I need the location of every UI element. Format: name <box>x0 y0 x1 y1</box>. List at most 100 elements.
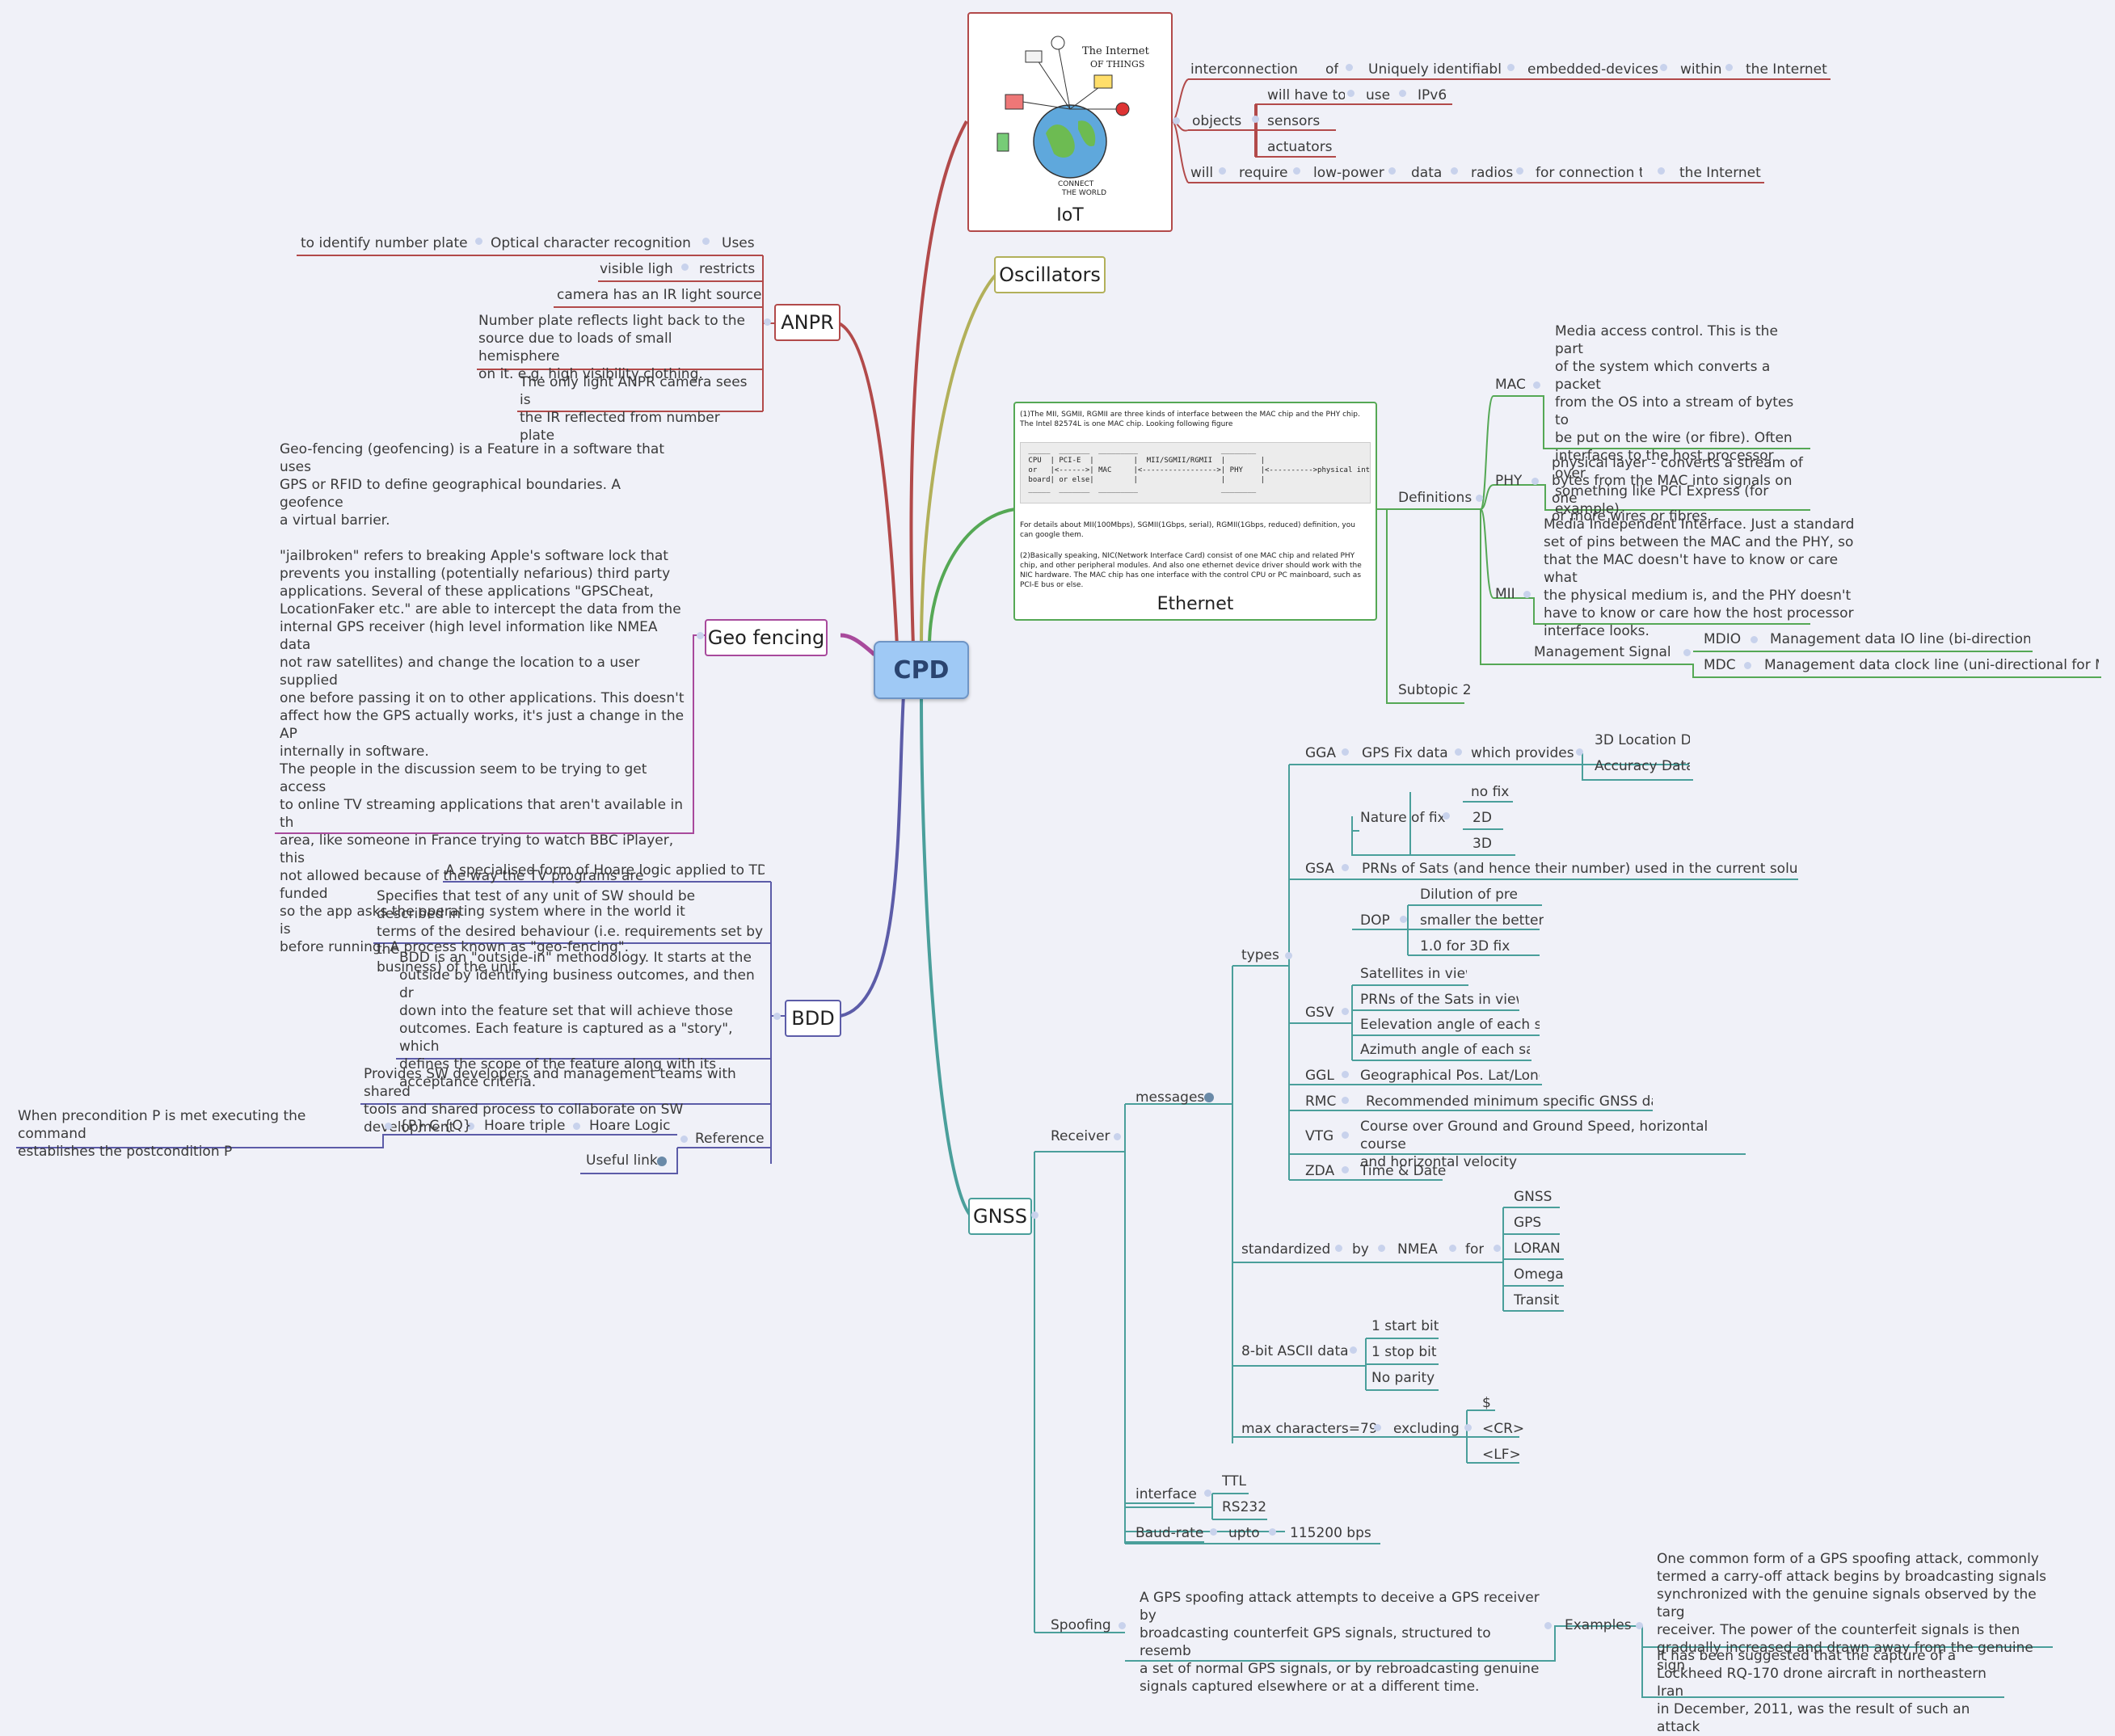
anpr-identify-plate[interactable]: to identify number plate <box>301 235 468 251</box>
bdd-specifies-text[interactable]: Specifies that test of any unit of SW sh… <box>377 888 764 975</box>
bdd-hoare-tdd[interactable]: A specialised form of Hoare logic applie… <box>445 862 765 879</box>
gnss-no-parity[interactable]: No parity <box>1371 1370 1435 1386</box>
gnss-std-loran[interactable]: LORAN <box>1514 1241 1561 1257</box>
eth-management-signal[interactable]: Management Signal <box>1534 644 1671 660</box>
gnss-prns-in-view[interactable]: PRNs of the Sats in view <box>1360 992 1519 1008</box>
anpr-uses[interactable]: Uses <box>722 235 755 251</box>
geo-fencing-node[interactable]: Geo fencing <box>705 619 828 656</box>
gnss-ggl[interactable]: GGL <box>1305 1068 1334 1084</box>
iot-low-power[interactable]: low-power <box>1313 165 1384 181</box>
gnss-ascii[interactable]: 8-bit ASCII data <box>1241 1343 1349 1359</box>
gnss-rs232[interactable]: RS232 <box>1222 1499 1267 1515</box>
eth-mii-text[interactable]: Media Independent Interface. Just a stan… <box>1544 516 1855 639</box>
gnss-zda[interactable]: ZDA <box>1305 1163 1335 1179</box>
iot-for-connection[interactable]: for connection to <box>1536 165 1642 181</box>
bdd-hoare-triple[interactable]: Hoare triple <box>484 1118 566 1134</box>
anpr-node[interactable]: ANPR <box>774 304 841 341</box>
gnss-spoofing[interactable]: Spoofing <box>1051 1617 1111 1633</box>
gnss-prns-used[interactable]: PRNs of Sats (and hence their number) us… <box>1362 861 1797 877</box>
iot-will[interactable]: will <box>1190 165 1214 181</box>
gnss-messages[interactable]: messages <box>1135 1089 1205 1106</box>
iot-data[interactable]: data <box>1411 165 1443 181</box>
gnss-baud-rate[interactable]: Baud-rate <box>1135 1525 1204 1541</box>
gnss-interface[interactable]: interface <box>1135 1486 1197 1502</box>
gnss-start-bit[interactable]: 1 start bit <box>1371 1318 1439 1334</box>
gnss-which-provides[interactable]: which provides <box>1471 745 1574 761</box>
iot-uniquely[interactable]: Uniquely identifiabl <box>1368 61 1502 78</box>
gnss-2d[interactable]: 2D <box>1472 810 1492 826</box>
gnss-receiver[interactable]: Receiver <box>1051 1128 1110 1144</box>
iot-require[interactable]: require <box>1239 165 1288 181</box>
anpr-only-light-text[interactable]: The only light ANPR camera sees is the I… <box>520 374 748 444</box>
gnss-example-1[interactable]: One common form of a GPS spoofing attack… <box>1657 1551 2046 1674</box>
bdd-pcq[interactable]: {P} C {Q} <box>399 1118 472 1134</box>
geo-fencing-text[interactable]: Geo-fencing (geofencing) is a Feature in… <box>280 441 685 955</box>
anpr-ir-source[interactable]: camera has an IR light source <box>557 287 762 303</box>
eth-mdc-text[interactable]: Management data clock line (uni-directio… <box>1764 657 2099 673</box>
gnss-nmea[interactable]: NMEA <box>1397 1241 1438 1258</box>
gnss-3d-location[interactable]: 3D Location Data <box>1595 732 1690 748</box>
gnss-upto[interactable]: upto <box>1228 1525 1260 1541</box>
gnss-excluding[interactable]: excluding <box>1393 1421 1460 1437</box>
gnss-standardized[interactable]: standardized <box>1241 1241 1331 1258</box>
gnss-std-gps[interactable]: GPS <box>1514 1215 1542 1231</box>
bdd-outside-in-text[interactable]: BDD is an "outside-in" methodology. It s… <box>399 950 755 1090</box>
gnss-examples[interactable]: Examples <box>1565 1617 1632 1633</box>
oscillators-node[interactable]: Oscillators <box>994 256 1106 293</box>
anpr-ocr[interactable]: Optical character recognition <box>491 235 691 251</box>
gnss-elevation[interactable]: Eelevation angle of each sa <box>1360 1017 1540 1033</box>
gnss-smaller-better[interactable]: smaller the better <box>1420 912 1544 929</box>
link-globe-icon[interactable] <box>657 1157 667 1166</box>
iot-embedded-devices[interactable]: embedded-devices <box>1527 61 1658 78</box>
iot-node[interactable]: The Internet OF THINGS CONNECT THE WORLD… <box>967 12 1173 232</box>
gnss-example-2[interactable]: It has been suggested that the capture o… <box>1657 1648 1986 1735</box>
gnss-rmc[interactable]: RMC <box>1305 1093 1337 1110</box>
bdd-reference[interactable]: Reference <box>695 1131 765 1147</box>
gnss-node[interactable]: GNSS <box>968 1198 1032 1235</box>
gnss-max-characters[interactable]: max characters=79 <box>1241 1421 1378 1437</box>
iot-within[interactable]: within <box>1680 61 1722 78</box>
gnss-cr[interactable]: <CR> <box>1482 1421 1525 1437</box>
bdd-precondition-text[interactable]: When precondition P is met executing the… <box>18 1108 306 1160</box>
eth-mdc[interactable]: MDC <box>1704 657 1736 673</box>
iot-radios[interactable]: radios <box>1471 165 1514 181</box>
gnss-gsa[interactable]: GSA <box>1305 861 1334 877</box>
gnss-nature-of-fix[interactable]: Nature of fix <box>1360 810 1446 826</box>
gnss-dop[interactable]: DOP <box>1360 912 1390 929</box>
eth-mac[interactable]: MAC <box>1495 377 1526 393</box>
gnss-for[interactable]: for <box>1465 1241 1485 1258</box>
eth-mdio-text[interactable]: Management data IO line (bi-directional <box>1770 631 2030 647</box>
gnss-time-date[interactable]: Time & Date <box>1360 1163 1447 1179</box>
eth-phy[interactable]: PHY <box>1495 473 1523 489</box>
gnss-dollar[interactable]: $ <box>1482 1395 1491 1411</box>
eth-mii[interactable]: MII <box>1495 586 1515 602</box>
gnss-rmc-text[interactable]: Recommended minimum specific GNSS dat <box>1366 1093 1653 1110</box>
gnss-gga[interactable]: GGA <box>1305 745 1336 761</box>
anpr-reflects-text[interactable]: Number plate reflects light back to the … <box>478 313 745 382</box>
gnss-115200[interactable]: 115200 bps <box>1290 1525 1371 1541</box>
eth-mac-text[interactable]: Media access control. This is the part o… <box>1555 323 1794 517</box>
eth-definitions[interactable]: Definitions <box>1398 490 1472 506</box>
iot-the-internet-2[interactable]: the Internet <box>1679 165 1761 181</box>
gnss-by[interactable]: by <box>1352 1241 1369 1258</box>
gnss-vtg-text[interactable]: Course over Ground and Ground Speed, hor… <box>1360 1119 1708 1170</box>
globe-icon[interactable] <box>1204 1093 1214 1102</box>
gnss-gps-fix[interactable]: GPS Fix data <box>1362 745 1448 761</box>
gnss-dilution[interactable]: Dilution of precision <box>1420 887 1517 903</box>
gnss-sats-in-view[interactable]: Satellites in view <box>1360 966 1467 982</box>
iot-will-have-to[interactable]: will have to <box>1267 87 1345 103</box>
gnss-vtg[interactable]: VTG <box>1305 1128 1334 1144</box>
gnss-azimuth[interactable]: Azimuth angle of each sa <box>1360 1042 1530 1058</box>
iot-ipv6[interactable]: IPv6 <box>1418 87 1447 103</box>
gnss-std-transit[interactable]: Transit <box>1514 1292 1560 1308</box>
iot-use[interactable]: use <box>1366 87 1391 103</box>
eth-mdio[interactable]: MDIO <box>1704 631 1742 647</box>
anpr-restricts[interactable]: restricts <box>699 261 756 277</box>
iot-sensors[interactable]: sensors <box>1267 113 1321 129</box>
ethernet-node[interactable]: (1)The MII, SGMII, RGMII are three kinds… <box>1013 402 1377 621</box>
bdd-node[interactable]: BDD <box>785 1000 841 1037</box>
bdd-hoare-logic[interactable]: Hoare Logic <box>589 1118 670 1134</box>
bdd-useful-link[interactable]: Useful link <box>586 1152 658 1169</box>
eth-subtopic-2[interactable]: Subtopic 2 <box>1398 682 1472 698</box>
gnss-3d-fix[interactable]: 1.0 for 3D fix <box>1420 938 1510 954</box>
